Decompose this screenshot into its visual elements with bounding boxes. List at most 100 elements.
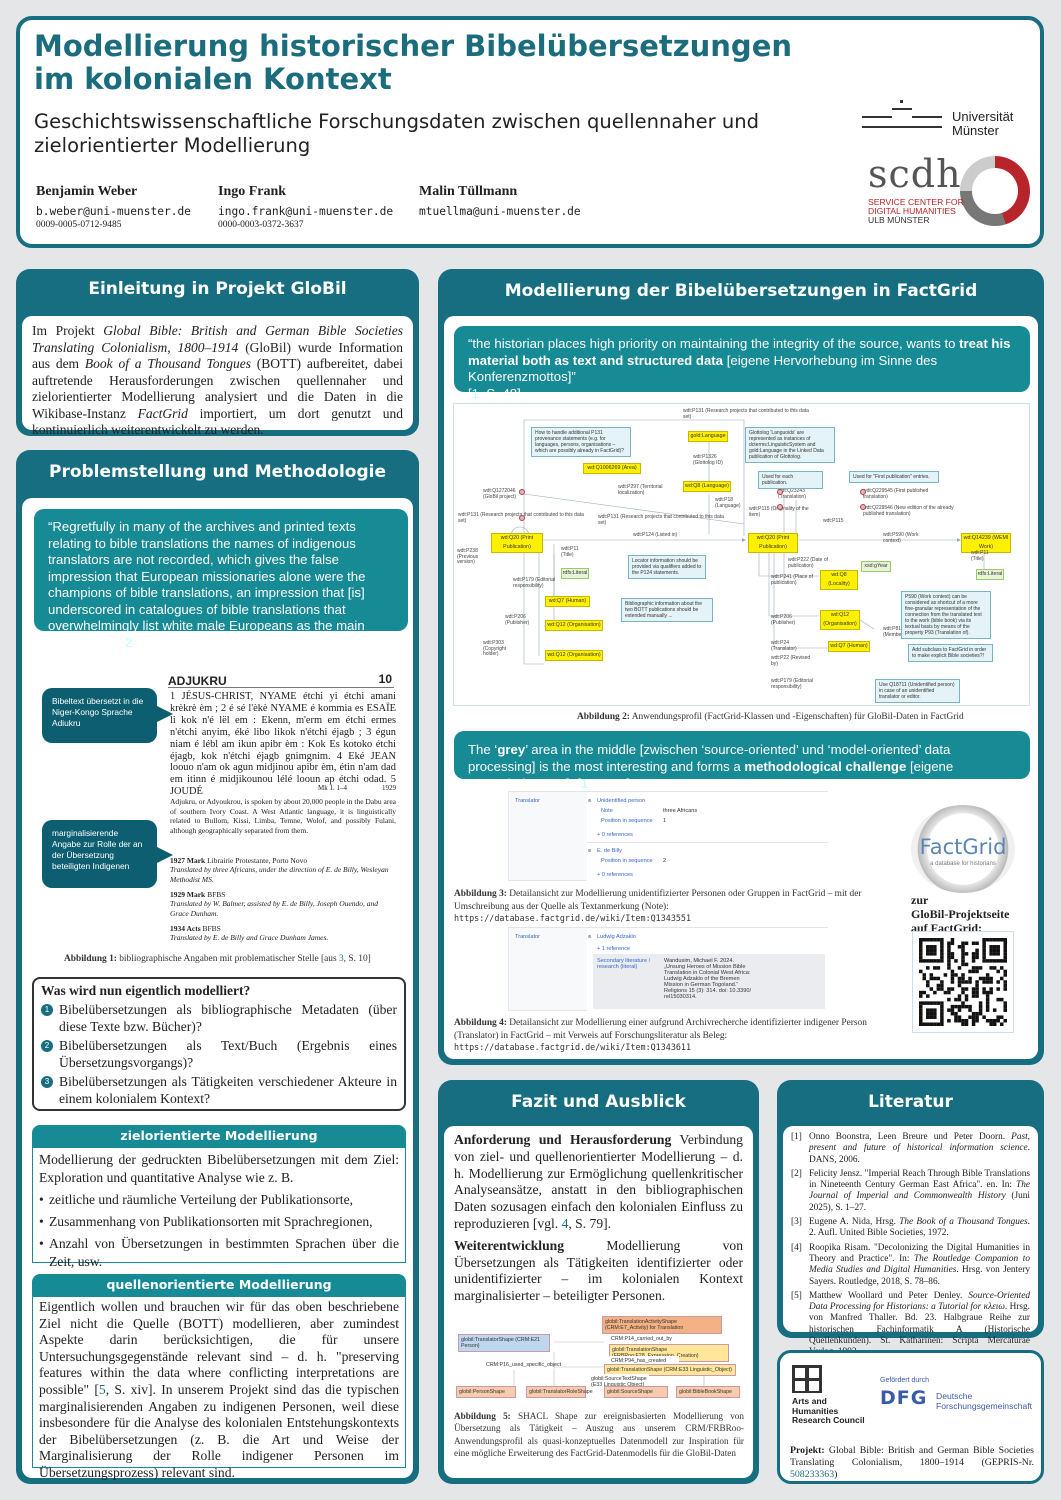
reference-number: [2] <box>791 1168 802 1179</box>
reference-label[interactable]: Secondary literature / research (literal… <box>597 958 651 970</box>
figure-1-caption: Abbildung 1: bibliographische Angaben mi… <box>64 954 371 964</box>
qr-module <box>957 980 962 984</box>
qr-module <box>950 1004 955 1009</box>
citation-link-3[interactable]: 3 <box>338 954 344 964</box>
statement-property[interactable]: Translator <box>515 934 540 940</box>
qr-module <box>971 987 976 991</box>
diagram-node[interactable]: wd:Q8 (Locality) <box>820 570 858 590</box>
diagram-edge-label: wdt:P238 (Previous version) <box>457 548 479 565</box>
qr-module <box>996 980 1000 984</box>
diagram-edge-label: wdt:Q23243 (Translation) <box>778 488 806 500</box>
qualifier-label[interactable]: Position in sequence <box>601 858 653 864</box>
scdh-logo: scdh SERVICE CENTER FOR DIGITAL HUMANITI… <box>866 152 1036 232</box>
qr-module <box>992 948 997 953</box>
qr-module <box>964 941 969 946</box>
qr-module <box>926 945 930 949</box>
qr-module <box>1003 1018 1007 1023</box>
diagram-node[interactable]: rdfs:Literal <box>976 569 1004 580</box>
diagram-node[interactable]: wd:Q14239 (WEMI Work) <box>961 533 1011 553</box>
reference-title: The Routledge Companion to Media Studies… <box>809 1253 1031 1276</box>
qr-module <box>954 1011 958 1016</box>
fazit-paragraph-1: Anforderung und Herausforderung Verbindu… <box>454 1132 743 1231</box>
references-link[interactable]: + 0 references <box>597 832 633 838</box>
qr-module <box>982 941 986 946</box>
qr-module <box>926 1008 930 1012</box>
diagram-node[interactable]: wd:Q7 (Human) <box>545 596 590 607</box>
qr-module <box>978 976 983 981</box>
statement-value[interactable]: Unidentified person <box>597 798 646 804</box>
factgrid-link-q1343551[interactable]: https://database.factgrid.de/wiki/Item:Q… <box>454 913 691 924</box>
qr-module <box>929 987 934 991</box>
uni-logo-text: Universität Münster <box>952 109 1014 138</box>
citation-link-1[interactable]: 1 <box>471 385 480 401</box>
qr-module <box>933 948 937 953</box>
diagram-node[interactable]: wd:Q12 (Organisation) <box>820 610 860 630</box>
qr-module <box>999 959 1004 963</box>
qr-module <box>985 990 990 995</box>
goal-item: •Zusammenhang von Publikationsorten mit … <box>39 1213 399 1231</box>
bott-bible-text: 1 JÉSUS-CHRIST, NYAME étchi yi étchi ama… <box>170 691 396 798</box>
qr-module <box>961 955 965 960</box>
qr-module <box>968 969 972 974</box>
diagram-node[interactable]: wd:Q12 (Organisation) <box>545 620 603 631</box>
references-link[interactable]: + 1 reference <box>597 946 631 952</box>
list-number-badge: 3 <box>41 1076 53 1088</box>
qr-module <box>961 948 965 953</box>
shacl-shape: globil:TranslationShape (CRM:E33 Linguis… <box>604 1364 736 1376</box>
uni-logo-mark <box>862 96 942 136</box>
qr-module <box>919 1004 923 1009</box>
diagram-node[interactable]: wd:Q1006269 (Area) <box>583 463 641 474</box>
statement-value[interactable]: E. de Billy <box>597 848 622 854</box>
diagram-node[interactable]: xsd:gYear <box>861 561 891 572</box>
qr-module <box>989 1018 993 1023</box>
diagram-edge-label: wdt:P179 (Editorial responsibility) <box>771 678 813 690</box>
diagram-node[interactable]: gold:Language <box>688 431 728 442</box>
qr-module <box>947 959 951 963</box>
diagram-note: Locator information should be provided v… <box>628 555 706 579</box>
statement-value[interactable]: Ludwig Adzaklo <box>597 934 636 940</box>
references-link[interactable]: + 0 references <box>597 872 633 878</box>
diagram-node[interactable]: wd:Q20 (Print Publication) <box>748 533 798 553</box>
citation-link-4[interactable]: 4 <box>561 1215 569 1231</box>
diagram-edge-label: wdt:Q1272046 (GloBil project) <box>483 488 517 500</box>
qr-module <box>943 973 948 977</box>
citation-link-2[interactable]: 2 <box>124 634 133 650</box>
qr-module <box>954 997 958 1002</box>
diagram-node[interactable]: wd:Q20 (Print Publication) <box>491 533 543 553</box>
qr-module <box>964 980 969 984</box>
literatur-body: [1]Onno Boonstra, Leen Breure und Peter … <box>783 1126 1038 1357</box>
qr-module <box>940 1004 944 1009</box>
qr-module <box>940 955 944 960</box>
diagram-node[interactable]: rdfs:Literal <box>561 568 589 579</box>
qr-module <box>971 966 976 970</box>
qr-module <box>975 1015 979 1019</box>
diagram-node[interactable]: wd:Q8 (Language) <box>683 481 731 492</box>
qr-module <box>947 990 951 995</box>
qr-module <box>919 945 923 949</box>
qr-module <box>989 966 993 970</box>
qr-module <box>961 1018 965 1023</box>
qr-module <box>926 980 930 984</box>
statement-property[interactable]: Translator <box>515 798 540 804</box>
qr-code[interactable] <box>912 931 1014 1033</box>
diagram-node[interactable]: wd:Q12 (Organisation) <box>545 650 603 661</box>
qualifier-label[interactable]: Note <box>601 808 613 814</box>
diagram-node[interactable]: wd:Q7 (Human) <box>828 641 870 652</box>
citation-link-5[interactable]: 5 <box>98 1381 106 1397</box>
qr-module <box>940 948 944 953</box>
source-text: Eigentlich wollen und brauchen wir für d… <box>39 1299 399 1480</box>
diagram-edge-label: wdt:P18 (Language) <box>715 497 741 509</box>
gepris-link[interactable]: 508233363 <box>790 1469 835 1480</box>
qr-module <box>992 959 997 963</box>
factgrid-link-q1343611[interactable]: https://database.factgrid.de/wiki/Item:Q… <box>454 1042 691 1053</box>
qr-module <box>933 1001 937 1005</box>
qr-module <box>940 938 944 942</box>
citation-link-1b[interactable]: 1 <box>580 776 589 791</box>
diagram-note: Used for each publication. <box>758 471 823 489</box>
qualifier-label[interactable]: Position in sequence <box>601 818 653 824</box>
qr-module <box>929 1022 934 1026</box>
qr-module <box>936 959 941 963</box>
intro-text: Im Projekt Global Bible: British and Ger… <box>32 323 404 437</box>
factgrid-logo[interactable]: FactGrid a database for historians <box>911 805 1015 893</box>
qr-module <box>961 952 965 956</box>
